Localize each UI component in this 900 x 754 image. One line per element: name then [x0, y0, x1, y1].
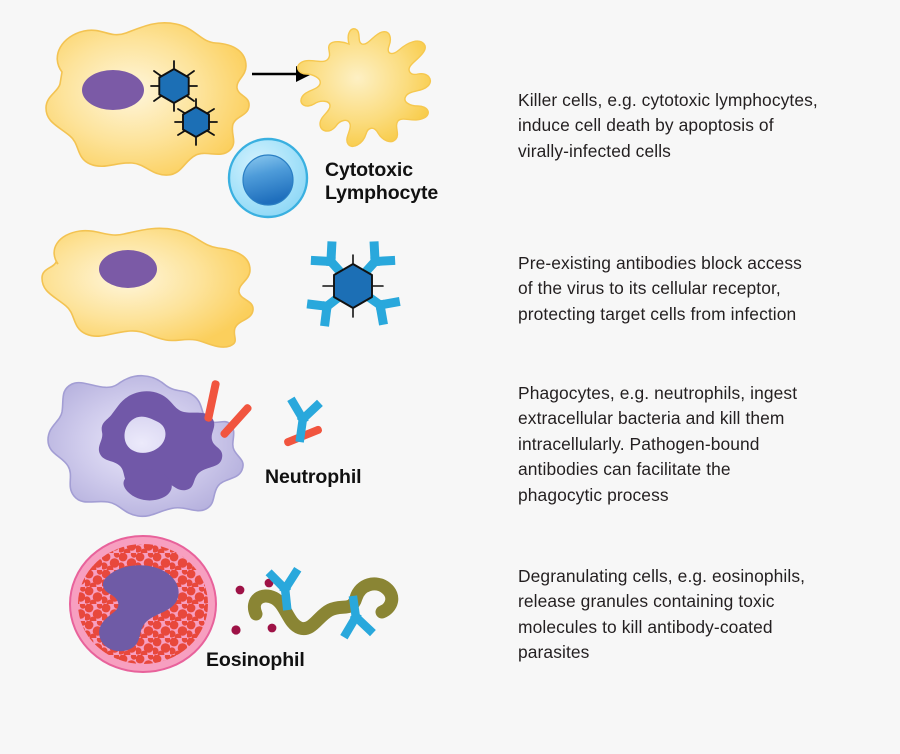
diagram-row-degranulating-cells: Eosinophil Degranulating cells, e.g. eos… — [0, 535, 900, 696]
killer-cells-illustration — [0, 0, 500, 220]
antibody-coated-virus — [306, 241, 401, 327]
apoptotic-cell — [296, 28, 432, 148]
eosinophil-label: Eosinophil — [206, 649, 305, 671]
killer-cells-svg — [45, 22, 432, 219]
parasite — [248, 577, 399, 636]
pre-existing-antibodies-illustration — [0, 216, 500, 356]
pre-existing-antibodies-description: Pre-existing antibodies block access of … — [518, 253, 802, 324]
neutrophil-label: Neutrophil — [265, 466, 362, 488]
granule-dot — [267, 623, 277, 633]
degranulating-cells-description: Degranulating cells, e.g. eosinophils, r… — [518, 566, 806, 663]
nucleus — [99, 250, 157, 288]
antibody — [310, 241, 346, 278]
killer-cells-description: Killer cells, e.g. cytotoxic lymphocytes… — [518, 90, 818, 161]
antibody — [360, 241, 396, 278]
antibody — [340, 595, 376, 640]
antibody — [306, 291, 344, 327]
target-cell — [41, 227, 254, 348]
diagram-row-phagocytes: Neutrophil Phagocytes, e.g. neutrophils,… — [0, 366, 900, 531]
infected-cell — [45, 22, 250, 176]
antibody — [287, 396, 323, 443]
granule-dot — [235, 585, 245, 595]
antibody — [363, 291, 401, 326]
nucleus — [82, 70, 144, 110]
lymphocyte-nucleus — [242, 154, 294, 206]
degranulating-cells-illustration — [0, 535, 500, 696]
cytotoxic-lymphocyte — [227, 137, 309, 219]
cytotoxic-lymphocyte-label: Cytotoxic Lymphocyte — [325, 159, 439, 204]
bacterium — [220, 404, 252, 438]
virus-particle — [333, 263, 373, 309]
lobed-nucleus — [123, 469, 172, 501]
antibody — [265, 566, 302, 611]
diagram-row-killer-cells: Cytotoxic Lymphocyte Killer cells, e.g. … — [0, 0, 900, 220]
phagocytes-svg — [47, 374, 323, 518]
phagocytes-description: Phagocytes, e.g. neutrophils, ingest ext… — [518, 383, 798, 505]
pre-existing-antibodies-svg — [41, 227, 401, 348]
bilobed-nucleus — [99, 565, 179, 652]
virus-particle — [150, 60, 198, 112]
granule-dot — [231, 625, 241, 635]
virus-particle — [174, 98, 218, 146]
bacterium — [204, 380, 220, 422]
diagram-row-pre-existing-antibodies: Pre-existing antibodies block access of … — [0, 216, 900, 356]
lobed-nucleus — [98, 391, 223, 491]
degranulating-cells-svg — [69, 535, 399, 673]
phagocytes-illustration — [0, 366, 500, 531]
antibody-bound-bacterium — [284, 396, 323, 447]
